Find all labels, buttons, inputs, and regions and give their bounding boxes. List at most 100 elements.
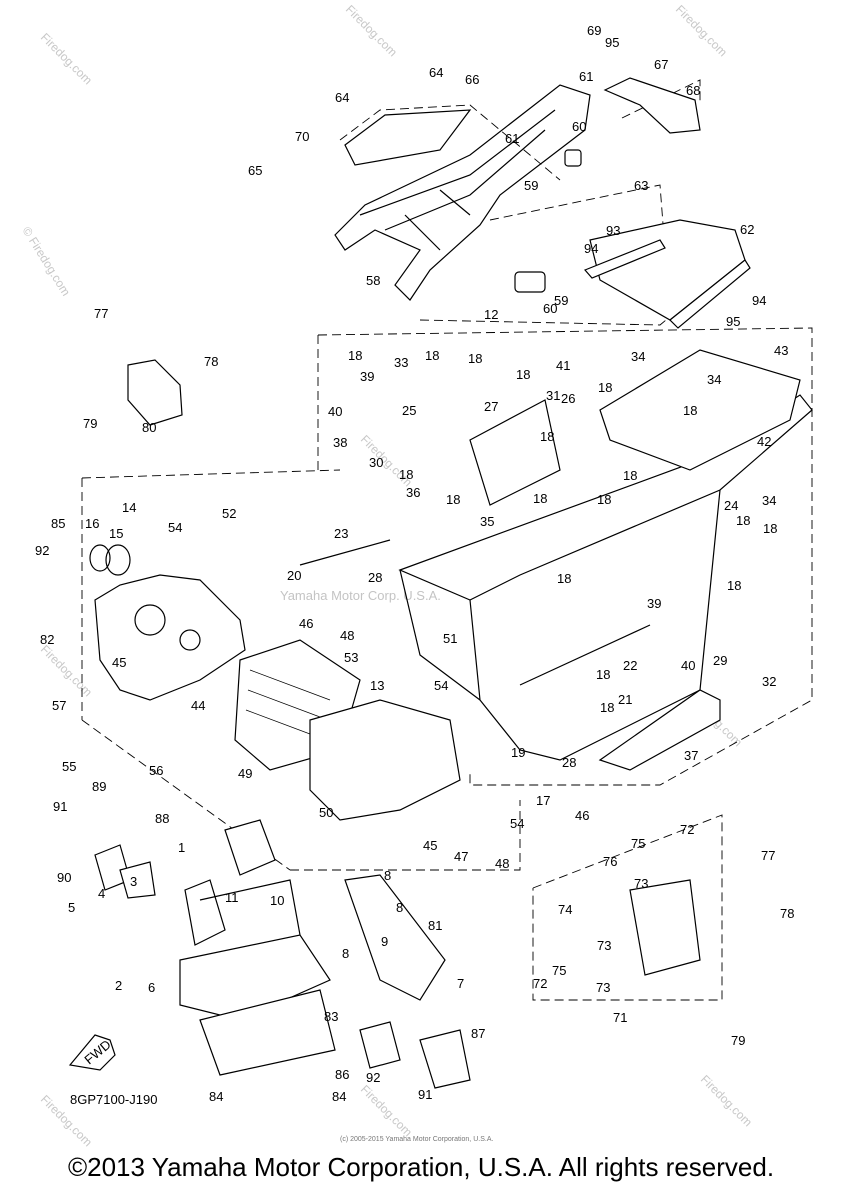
- part-callout-90: 90: [57, 870, 71, 885]
- part-callout-18: 18: [683, 403, 697, 418]
- part-callout-70: 70: [295, 129, 309, 144]
- part-callout-28: 28: [562, 755, 576, 770]
- part-callout-18: 18: [516, 367, 530, 382]
- part-callout-12: 12: [484, 307, 498, 322]
- part-callout-78: 78: [204, 354, 218, 369]
- part-callout-37: 37: [684, 748, 698, 763]
- part-callout-58: 58: [366, 273, 380, 288]
- part-callout-18: 18: [446, 492, 460, 507]
- part-callout-25: 25: [402, 403, 416, 418]
- part-callout-95: 95: [726, 314, 740, 329]
- part-callout-78: 78: [780, 906, 794, 921]
- part-callout-53: 53: [344, 650, 358, 665]
- part-callout-45: 45: [112, 655, 126, 670]
- part-callout-77: 77: [761, 848, 775, 863]
- part-callout-91: 91: [53, 799, 67, 814]
- part-callout-34: 34: [707, 372, 721, 387]
- part-callout-16: 16: [85, 516, 99, 531]
- part-callout-75: 75: [631, 836, 645, 851]
- part-callout-35: 35: [480, 514, 494, 529]
- part-callout-44: 44: [191, 698, 205, 713]
- part-callout-94: 94: [584, 241, 598, 256]
- part-callout-18: 18: [425, 348, 439, 363]
- part-callout-54: 54: [510, 816, 524, 831]
- part-callout-49: 49: [238, 766, 252, 781]
- part-callout-79: 79: [731, 1033, 745, 1048]
- watermark-vertical: © Firedog.com: [19, 224, 73, 298]
- part-callout-73: 73: [596, 980, 610, 995]
- part-callout-1: 1: [178, 840, 185, 855]
- part-callout-7: 7: [457, 976, 464, 991]
- part-callout-40: 40: [681, 658, 695, 673]
- front-side-plate: [94, 574, 246, 701]
- part-callout-73: 73: [634, 876, 648, 891]
- part-callout-48: 48: [495, 856, 509, 871]
- part-callout-8: 8: [342, 946, 349, 961]
- part-callout-18: 18: [348, 348, 362, 363]
- part-callout-18: 18: [736, 513, 750, 528]
- part-callout-61: 61: [505, 131, 519, 146]
- part-callout-79: 79: [83, 416, 97, 431]
- part-callout-76: 76: [603, 854, 617, 869]
- part-callout-54: 54: [434, 678, 448, 693]
- part-callout-18: 18: [596, 667, 610, 682]
- part-shapes: [68, 77, 813, 1089]
- part-callout-8: 8: [396, 900, 403, 915]
- part-callout-66: 66: [465, 72, 479, 87]
- part-callout-65: 65: [248, 163, 262, 178]
- part-callout-43: 43: [774, 343, 788, 358]
- part-callout-8: 8: [384, 868, 391, 883]
- part-callout-13: 13: [370, 678, 384, 693]
- part-callout-9: 9: [381, 934, 388, 949]
- part-callout-3: 3: [130, 874, 137, 889]
- part-callout-54: 54: [168, 520, 182, 535]
- part-callout-27: 27: [484, 399, 498, 414]
- part-callout-68: 68: [686, 83, 700, 98]
- part-callout-63: 63: [634, 178, 648, 193]
- part-callout-18: 18: [600, 700, 614, 715]
- part-callout-87: 87: [471, 1026, 485, 1041]
- part-callout-77: 77: [94, 306, 108, 321]
- watermark-small: Firedog.com: [343, 2, 400, 59]
- part-callout-80: 80: [142, 420, 156, 435]
- part-callout-18: 18: [597, 492, 611, 507]
- part-callout-46: 46: [299, 616, 313, 631]
- part-callout-31: 31: [546, 388, 560, 403]
- part-callout-86: 86: [335, 1067, 349, 1082]
- part-callout-33: 33: [394, 355, 408, 370]
- part-callout-18: 18: [557, 571, 571, 586]
- part-callout-94: 94: [752, 293, 766, 308]
- copyright-notice: ©2013 Yamaha Motor Corporation, U.S.A. A…: [67, 1152, 775, 1182]
- part-callout-18: 18: [763, 521, 777, 536]
- part-callout-91: 91: [418, 1087, 432, 1102]
- watermark-small: Firedog.com: [358, 1082, 415, 1139]
- part-callout-73: 73: [597, 938, 611, 953]
- part-callout-71: 71: [613, 1010, 627, 1025]
- part-callout-26: 26: [561, 391, 575, 406]
- part-callout-55: 55: [62, 759, 76, 774]
- part-callout-72: 72: [680, 822, 694, 837]
- part-callout-84: 84: [209, 1089, 223, 1104]
- part-callout-92: 92: [366, 1070, 380, 1085]
- part-callout-20: 20: [287, 568, 301, 583]
- part-callout-57: 57: [52, 698, 66, 713]
- part-callout-18: 18: [540, 429, 554, 444]
- part-callout-48: 48: [340, 628, 354, 643]
- part-callout-14: 14: [122, 500, 136, 515]
- watermark-center: Yamaha Motor Corp. U.S.A.: [280, 588, 441, 603]
- part-callout-18: 18: [727, 578, 741, 593]
- part-callout-69: 69: [587, 23, 601, 38]
- part-callout-92: 92: [35, 543, 49, 558]
- part-callout-62: 62: [740, 222, 754, 237]
- part-callout-41: 41: [556, 358, 570, 373]
- part-callout-61: 61: [579, 69, 593, 84]
- part-callout-82: 82: [40, 632, 54, 647]
- fwd-arrow: [68, 1034, 116, 1071]
- part-callout-17: 17: [536, 793, 550, 808]
- part-callout-18: 18: [623, 468, 637, 483]
- part-callout-15: 15: [109, 526, 123, 541]
- part-callout-64: 64: [335, 90, 349, 105]
- part-callout-64: 64: [429, 65, 443, 80]
- part-callout-18: 18: [399, 467, 413, 482]
